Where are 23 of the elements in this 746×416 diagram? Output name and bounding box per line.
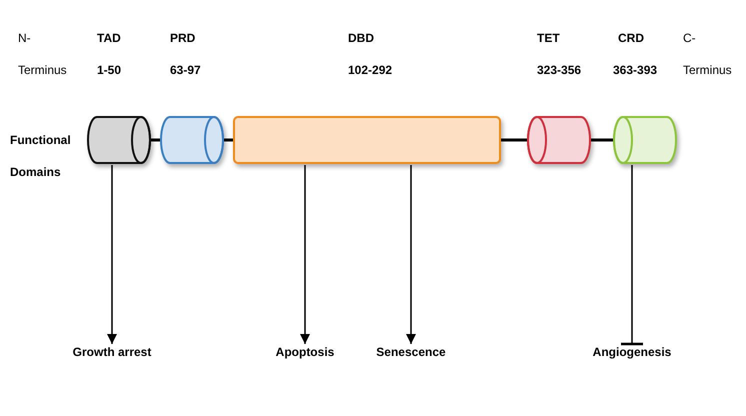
residue-range: 323-356: [537, 62, 582, 79]
linker-line: [151, 138, 160, 142]
linker-line: [501, 138, 527, 142]
linker-line: [224, 138, 233, 142]
arrow: [300, 165, 310, 344]
terminus-label: C- Terminus: [683, 30, 733, 79]
residue-range: 1-50: [97, 62, 122, 79]
arrow: [107, 165, 117, 344]
terminus-label: N- Terminus: [18, 30, 68, 79]
domain-name: TAD: [97, 30, 121, 47]
outcome-label: Growth arrest: [52, 345, 172, 359]
row-label: Functional Domains: [10, 132, 72, 181]
domain-name: CRD: [618, 30, 644, 47]
arrow: [406, 165, 416, 344]
domain-name: PRD: [170, 30, 196, 47]
linker-line: [591, 138, 613, 142]
residue-range: 363-393: [613, 62, 658, 79]
outcome-label: Angiogenesis: [572, 345, 692, 359]
domain-name: TET: [537, 30, 560, 47]
domain-name: DBD: [348, 30, 374, 47]
inhibition-line: [620, 165, 644, 346]
residue-range: 63-97: [170, 62, 201, 79]
residue-range: 102-292: [348, 62, 392, 79]
